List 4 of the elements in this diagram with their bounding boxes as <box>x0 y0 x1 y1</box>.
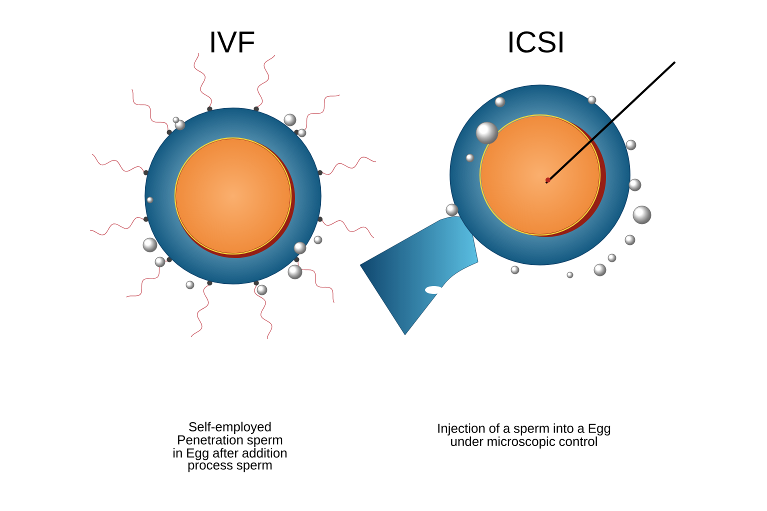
title: ICSI <box>510 31 562 53</box>
caption: Injection of a sperm into a Egg under microscopic control <box>438 423 610 449</box>
title: IVF <box>211 32 254 52</box>
caption: Self-employed Penetration sperm in Egg after addition process sperm <box>173 422 287 472</box>
